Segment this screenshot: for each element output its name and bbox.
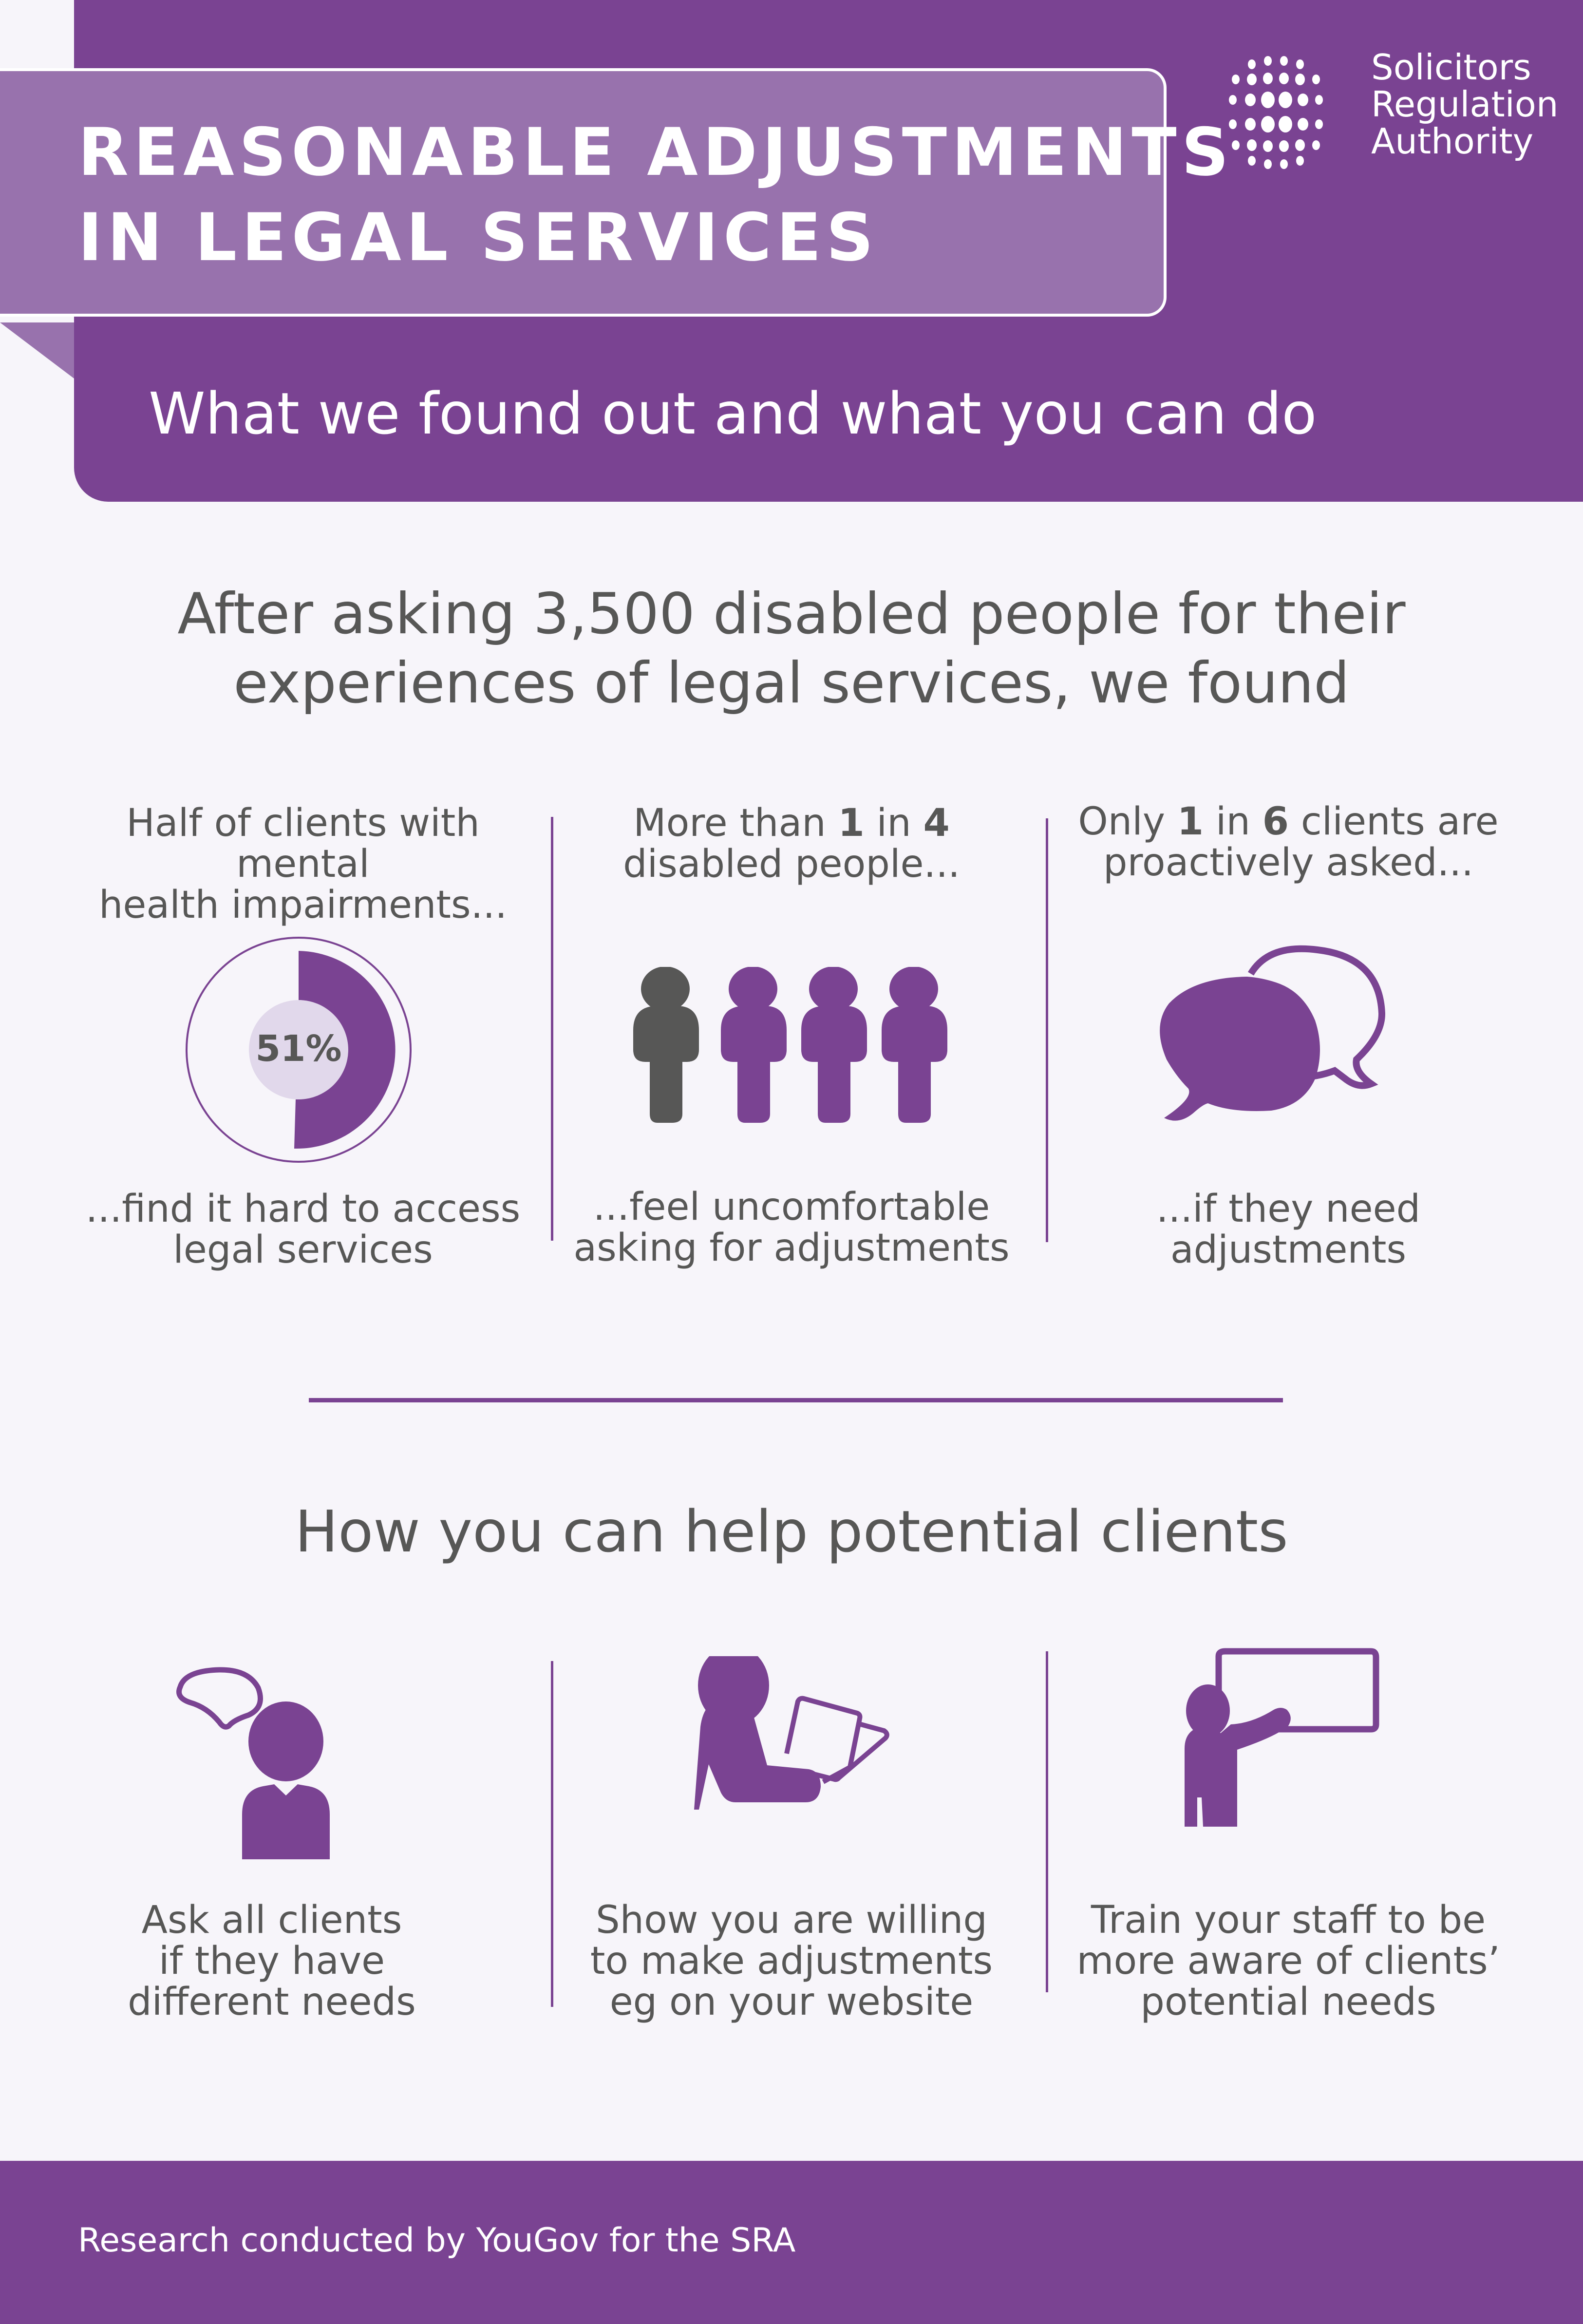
finding-1-heading-line-2: health impairments... (98, 883, 508, 927)
column-divider (1046, 818, 1048, 1242)
tip-3-text: Train your staff to be more aware of cli… (1040, 1900, 1537, 2022)
finding-3-heading-line-1: Only 1 in 6 clients are (1040, 801, 1537, 842)
column-divider (1046, 1651, 1048, 1992)
tip-2-line-3: eg on your website (609, 1980, 974, 2024)
donut-percentage-icon (186, 937, 412, 1163)
dot-cluster-logo-icon (1229, 56, 1323, 169)
footer-credit: Research conducted by YouGov for the SRA (78, 2221, 796, 2260)
tip-3-line-1: Train your staff to be (1091, 1898, 1486, 1942)
finding-1-caption-line-1: ...find it hard to access (85, 1187, 521, 1231)
finding-2-caption: ...feel uncomfortable asking for adjustm… (543, 1187, 1040, 1268)
page-title: REASONABLE ADJUSTMENTS IN LEGAL SERVICES (78, 110, 1234, 280)
tip-2-line-2: to make adjustments (590, 1939, 993, 1983)
four-people-icon (633, 967, 947, 1123)
person-presenting-board-icon (1185, 1648, 1379, 1827)
tip-1-line-2: if they have (158, 1939, 385, 1983)
highlight-number: 4 (923, 801, 950, 845)
finding-3-caption-line-1: ...if they need (1156, 1187, 1421, 1231)
intro-heading: After asking 3,500 disabled people for t… (0, 580, 1583, 718)
tip-1-line-1: Ask all clients (141, 1898, 402, 1942)
finding-1-caption-line-2: legal services (173, 1228, 433, 1272)
person-laptop-icon (694, 1656, 889, 1810)
help-section-title: How you can help potential clients (295, 1498, 1288, 1565)
finding-3-caption-line-2: adjustments (1170, 1228, 1407, 1272)
logo-line-2: Regulation (1371, 84, 1559, 125)
highlight-number: 6 (1262, 800, 1289, 844)
finding-2-heading: More than 1 in 4 disabled people... (543, 803, 1040, 885)
tip-3-line-3: potential needs (1140, 1980, 1436, 2024)
highlight-number: 1 (1177, 800, 1204, 844)
tip-2-line-1: Show you are willing (596, 1898, 987, 1942)
text-fragment: in (1204, 800, 1263, 844)
tip-3-line-2: more aware of clients’ (1076, 1939, 1500, 1983)
highlight-number: 1 (838, 801, 865, 845)
finding-3-heading: Only 1 in 6 clients are proactively aske… (1040, 801, 1537, 883)
tip-2-text: Show you are willing to make adjustments… (543, 1900, 1040, 2022)
column-divider (551, 817, 553, 1241)
finding-2-caption-line-1: ...feel uncomfortable (593, 1185, 990, 1229)
logo-line-3: Authority (1371, 121, 1534, 162)
finding-2-heading-line-2: disabled people... (623, 842, 960, 886)
speech-bubbles-icon (1160, 945, 1386, 1121)
logo-line-1: Solicitors (1371, 47, 1531, 88)
page-subtitle: What we found out and what you can do (149, 380, 1317, 447)
person-icon-highlighted (633, 967, 699, 1123)
column-divider (551, 1661, 553, 2007)
finding-1-heading: Half of clients with mental health impai… (55, 803, 551, 926)
tip-1-text: Ask all clients if they have different n… (23, 1900, 520, 2022)
title-box (0, 68, 1167, 317)
finding-1-caption: ...find it hard to access legal services (55, 1189, 551, 1270)
logo-wordmark: Solicitors Regulation Authority (1371, 49, 1558, 160)
text-fragment: More than (633, 801, 838, 845)
finding-2-heading-line-1: More than 1 in 4 (543, 803, 1040, 844)
finding-3-heading-line-2: proactively asked... (1103, 841, 1473, 885)
title-line-1: REASONABLE ADJUSTMENTS (78, 114, 1234, 190)
percentage-value: 51% (255, 1028, 342, 1070)
title-line-2: IN LEGAL SERVICES (78, 199, 879, 276)
footer-bar (0, 2161, 1583, 2324)
section-divider (309, 1398, 1283, 1402)
finding-3-caption: ...if they need adjustments (1040, 1189, 1537, 1270)
intro-line-1: After asking 3,500 disabled people for t… (177, 581, 1406, 647)
tip-1-line-3: different needs (128, 1980, 416, 2024)
finding-1-heading-line-1: Half of clients with mental (126, 801, 480, 886)
text-fragment: in (864, 801, 923, 845)
finding-2-caption-line-2: asking for adjustments (573, 1226, 1010, 1270)
title-ribbon-fold (0, 322, 74, 378)
intro-line-2: experiences of legal services, we found (233, 650, 1350, 716)
person-speech-bubble-icon (176, 1667, 330, 1859)
text-fragment: clients are (1289, 800, 1499, 844)
text-fragment: Only (1078, 800, 1177, 844)
